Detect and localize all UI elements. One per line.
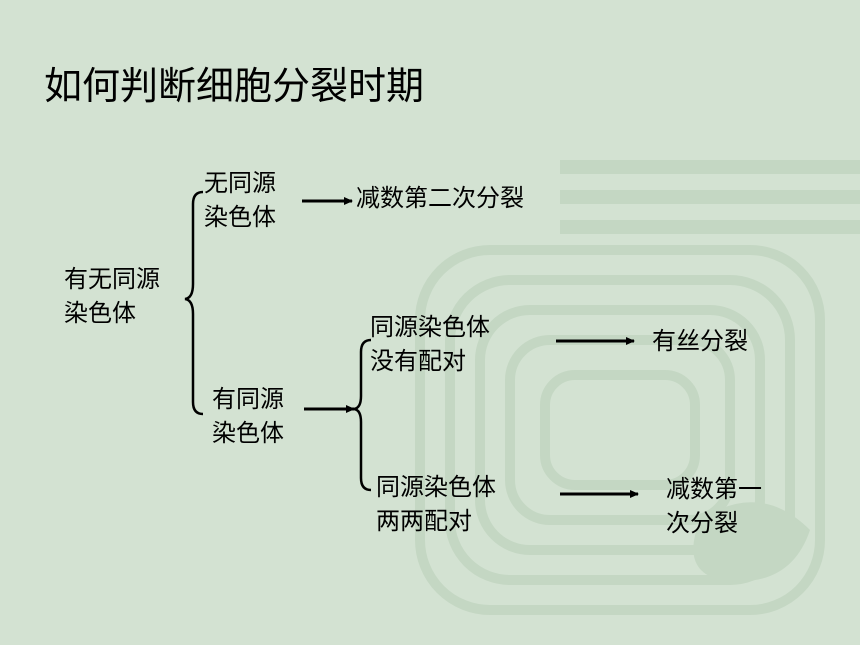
meiosis-one-line2: 次分裂 [666, 509, 738, 537]
unpaired-line1: 同源染色体 [370, 313, 490, 341]
paired-line1: 同源染色体 [376, 473, 496, 501]
meiosis-one-node: 减数第一 次分裂 [666, 472, 762, 540]
paired-node: 同源染色体 两两配对 [376, 470, 496, 538]
no-homolog-line1: 无同源 [204, 169, 276, 197]
no-homolog-node: 无同源 染色体 [204, 166, 276, 234]
no-homolog-line2: 染色体 [204, 203, 276, 231]
meiosis-two-node: 减数第二次分裂 [356, 181, 524, 215]
has-homolog-line1: 有同源 [212, 385, 284, 413]
homolog-brace [353, 338, 372, 492]
root-brace [184, 190, 204, 416]
page-title: 如何判断细胞分裂时期 [44, 64, 425, 108]
paired-line2: 两两配对 [376, 507, 472, 535]
meiosis-two-label: 减数第二次分裂 [356, 184, 524, 212]
unpaired-line2: 没有配对 [370, 347, 466, 375]
root-node-line1: 有无同源 [64, 265, 160, 293]
has-homolog-node: 有同源 染色体 [212, 382, 284, 450]
root-node-line2: 染色体 [64, 299, 136, 327]
mitosis-node: 有丝分裂 [652, 324, 748, 358]
mitosis-label: 有丝分裂 [652, 327, 748, 355]
meiosis-one-line1: 减数第一 [666, 475, 762, 503]
has-homolog-line2: 染色体 [212, 419, 284, 447]
unpaired-node: 同源染色体 没有配对 [370, 310, 490, 378]
root-node: 有无同源 染色体 [64, 262, 160, 330]
